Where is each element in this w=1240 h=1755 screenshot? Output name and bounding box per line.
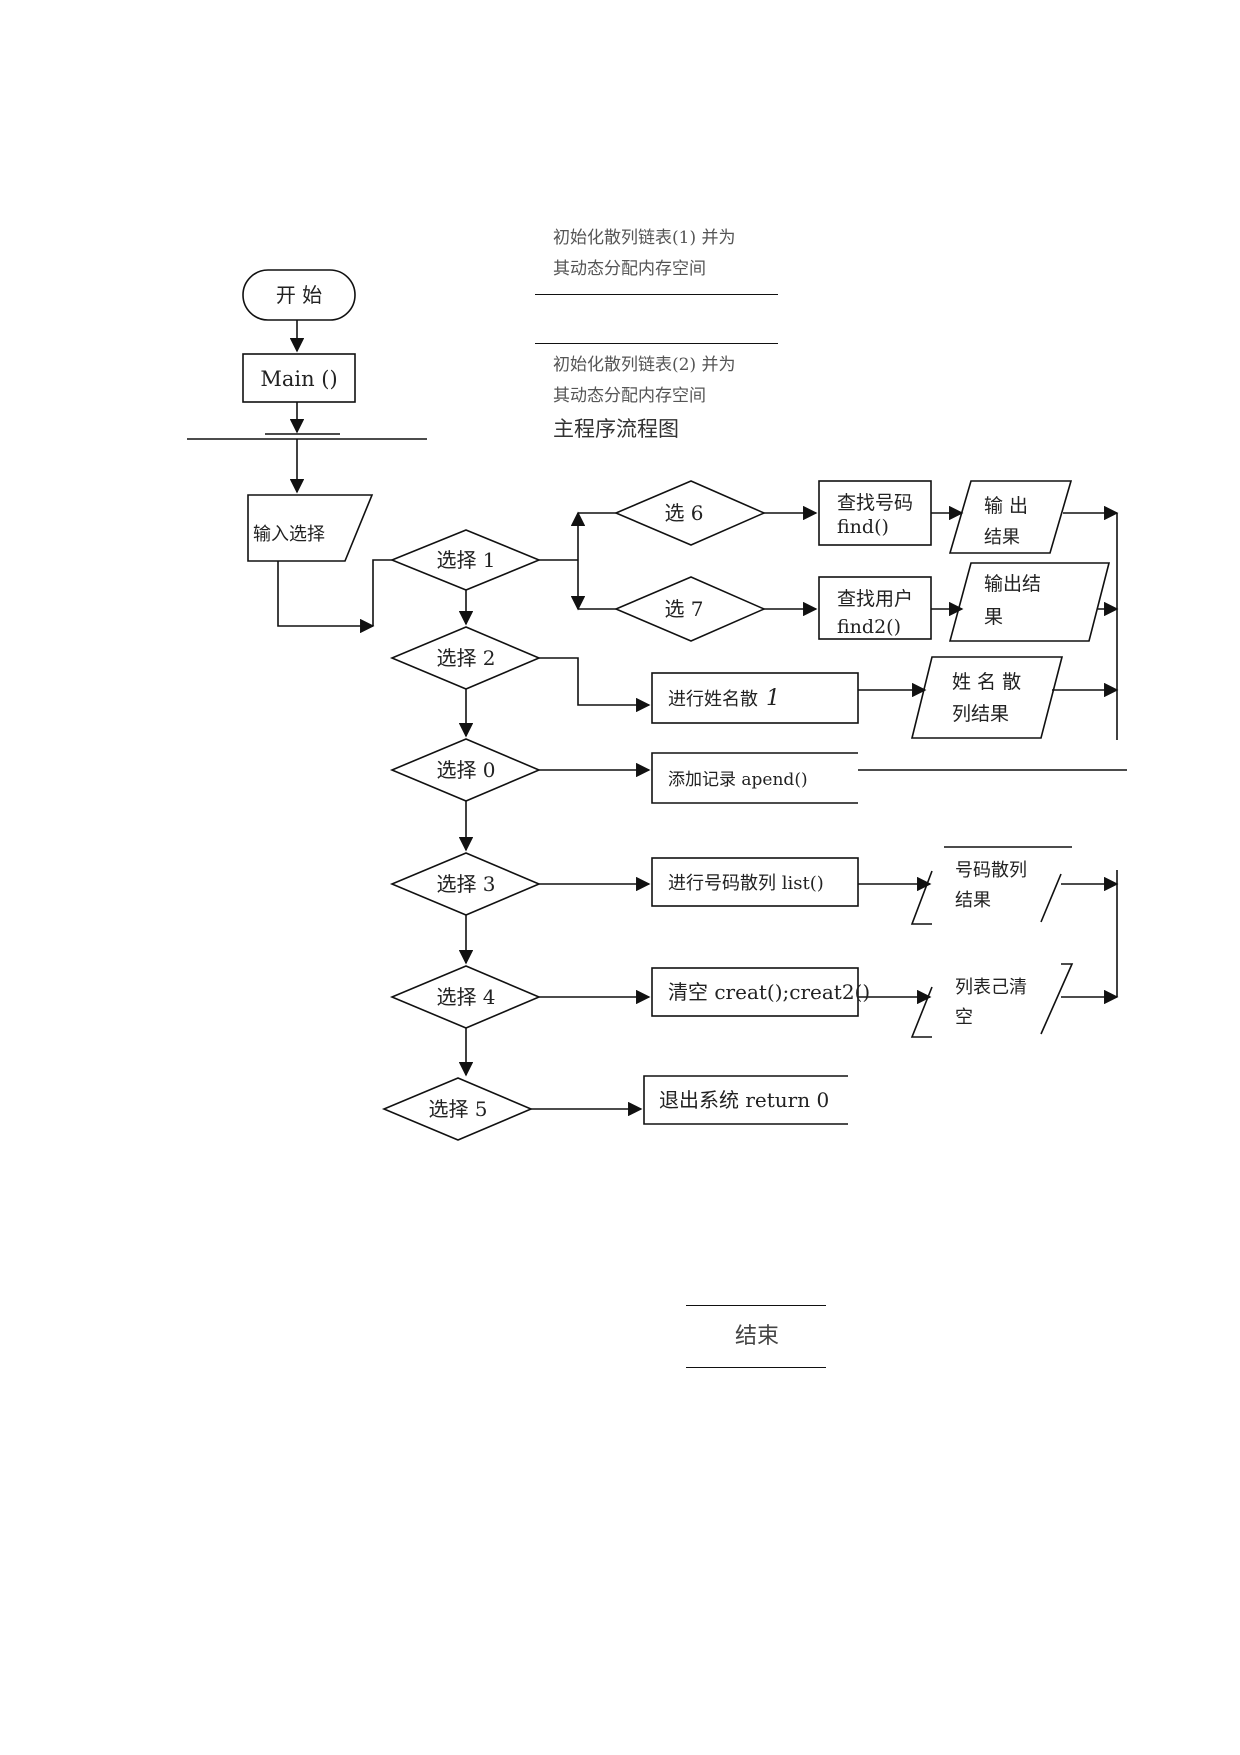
decision-6 (613, 480, 766, 546)
decision-0-label: 选择 0 (436, 758, 495, 782)
append-box (651, 752, 858, 804)
output-1-parallelogram (948, 480, 1073, 554)
start-label: 开 始 (276, 283, 322, 307)
name-hash-box (651, 672, 859, 724)
find-number-label: 查找号码 (837, 492, 913, 514)
name-result-label-2: 列结果 (952, 703, 1009, 725)
name-hash-label: 进行姓名散 (668, 689, 758, 710)
exit-box (643, 1075, 848, 1125)
diagram-caption: 主程序流程图 (553, 417, 679, 441)
decision-5 (381, 1077, 534, 1141)
number-result-label: 号码散列 (955, 860, 1027, 881)
number-result-label-2: 结果 (955, 890, 991, 911)
number-result-right (1040, 873, 1062, 923)
init-list-1-note: 初始化散列链表(1) 并为 其动态分配内存空间 (553, 223, 735, 285)
cleared-left (910, 986, 933, 1038)
end-bottom-line (686, 1367, 826, 1368)
init-list-2-note: 初始化散列链表(2) 并为 其动态分配内存空间 (553, 350, 735, 412)
clear-box (651, 967, 859, 1017)
output-1-label-2: 结果 (984, 527, 1020, 548)
main-box (242, 353, 356, 403)
number-hash-box (651, 857, 859, 907)
decision-7 (613, 576, 766, 642)
input-label: 输入选择 (253, 524, 325, 545)
decision-3-label: 选择 3 (436, 872, 495, 896)
find-number-box (818, 480, 932, 546)
cleared-right (1040, 963, 1074, 1035)
divider-line (535, 343, 778, 344)
end-label: 结束 (735, 1324, 780, 1349)
divider-line (535, 294, 778, 295)
init-list-2-line2: 其动态分配内存空间 (553, 386, 706, 406)
number-result-left (910, 870, 933, 925)
decision-6-label: 选 6 (664, 501, 703, 525)
cleared-label-2: 空 (955, 1007, 973, 1028)
number-hash-label: 进行号码散列 list() (668, 873, 824, 894)
decision-2-label: 选择 2 (436, 646, 495, 670)
name-result-parallelogram (910, 656, 1064, 739)
append-label: 添加记录 apend() (668, 770, 808, 790)
name-result-label: 姓 名 散 (952, 671, 1021, 693)
cleared-label: 列表己清 (955, 977, 1027, 998)
find-user-box (818, 576, 932, 640)
decision-1-label: 选择 1 (436, 548, 495, 572)
decision-5-label: 选择 5 (428, 1097, 487, 1121)
main-label: Main () (260, 367, 337, 391)
init-list-2-line1: 初始化散列链表(2) 并为 (553, 355, 736, 375)
decision-4-label: 选择 4 (436, 985, 495, 1009)
output-2-label-2: 果 (984, 606, 1003, 628)
exit-label: 退出系统 return 0 (659, 1088, 829, 1112)
init-list-1-line2: 其动态分配内存空间 (553, 259, 706, 279)
name-hash-suffix: 1 (766, 686, 780, 711)
decision-7-label: 选 7 (664, 597, 703, 621)
init-list-1-line1: 初始化散列链表(1) 并为 (553, 228, 736, 248)
find-user-func: find2() (837, 616, 901, 638)
input-parallelogram (247, 494, 374, 562)
start-terminator (242, 269, 356, 321)
clear-label: 清空 creat();creat2() (668, 980, 870, 1004)
output-1-label: 输 出 (984, 495, 1028, 517)
end-top-line (686, 1305, 826, 1306)
find-user-label: 查找用户 (837, 588, 913, 610)
output-2-label: 输出结 (984, 573, 1041, 595)
find-number-func: find() (837, 516, 889, 538)
